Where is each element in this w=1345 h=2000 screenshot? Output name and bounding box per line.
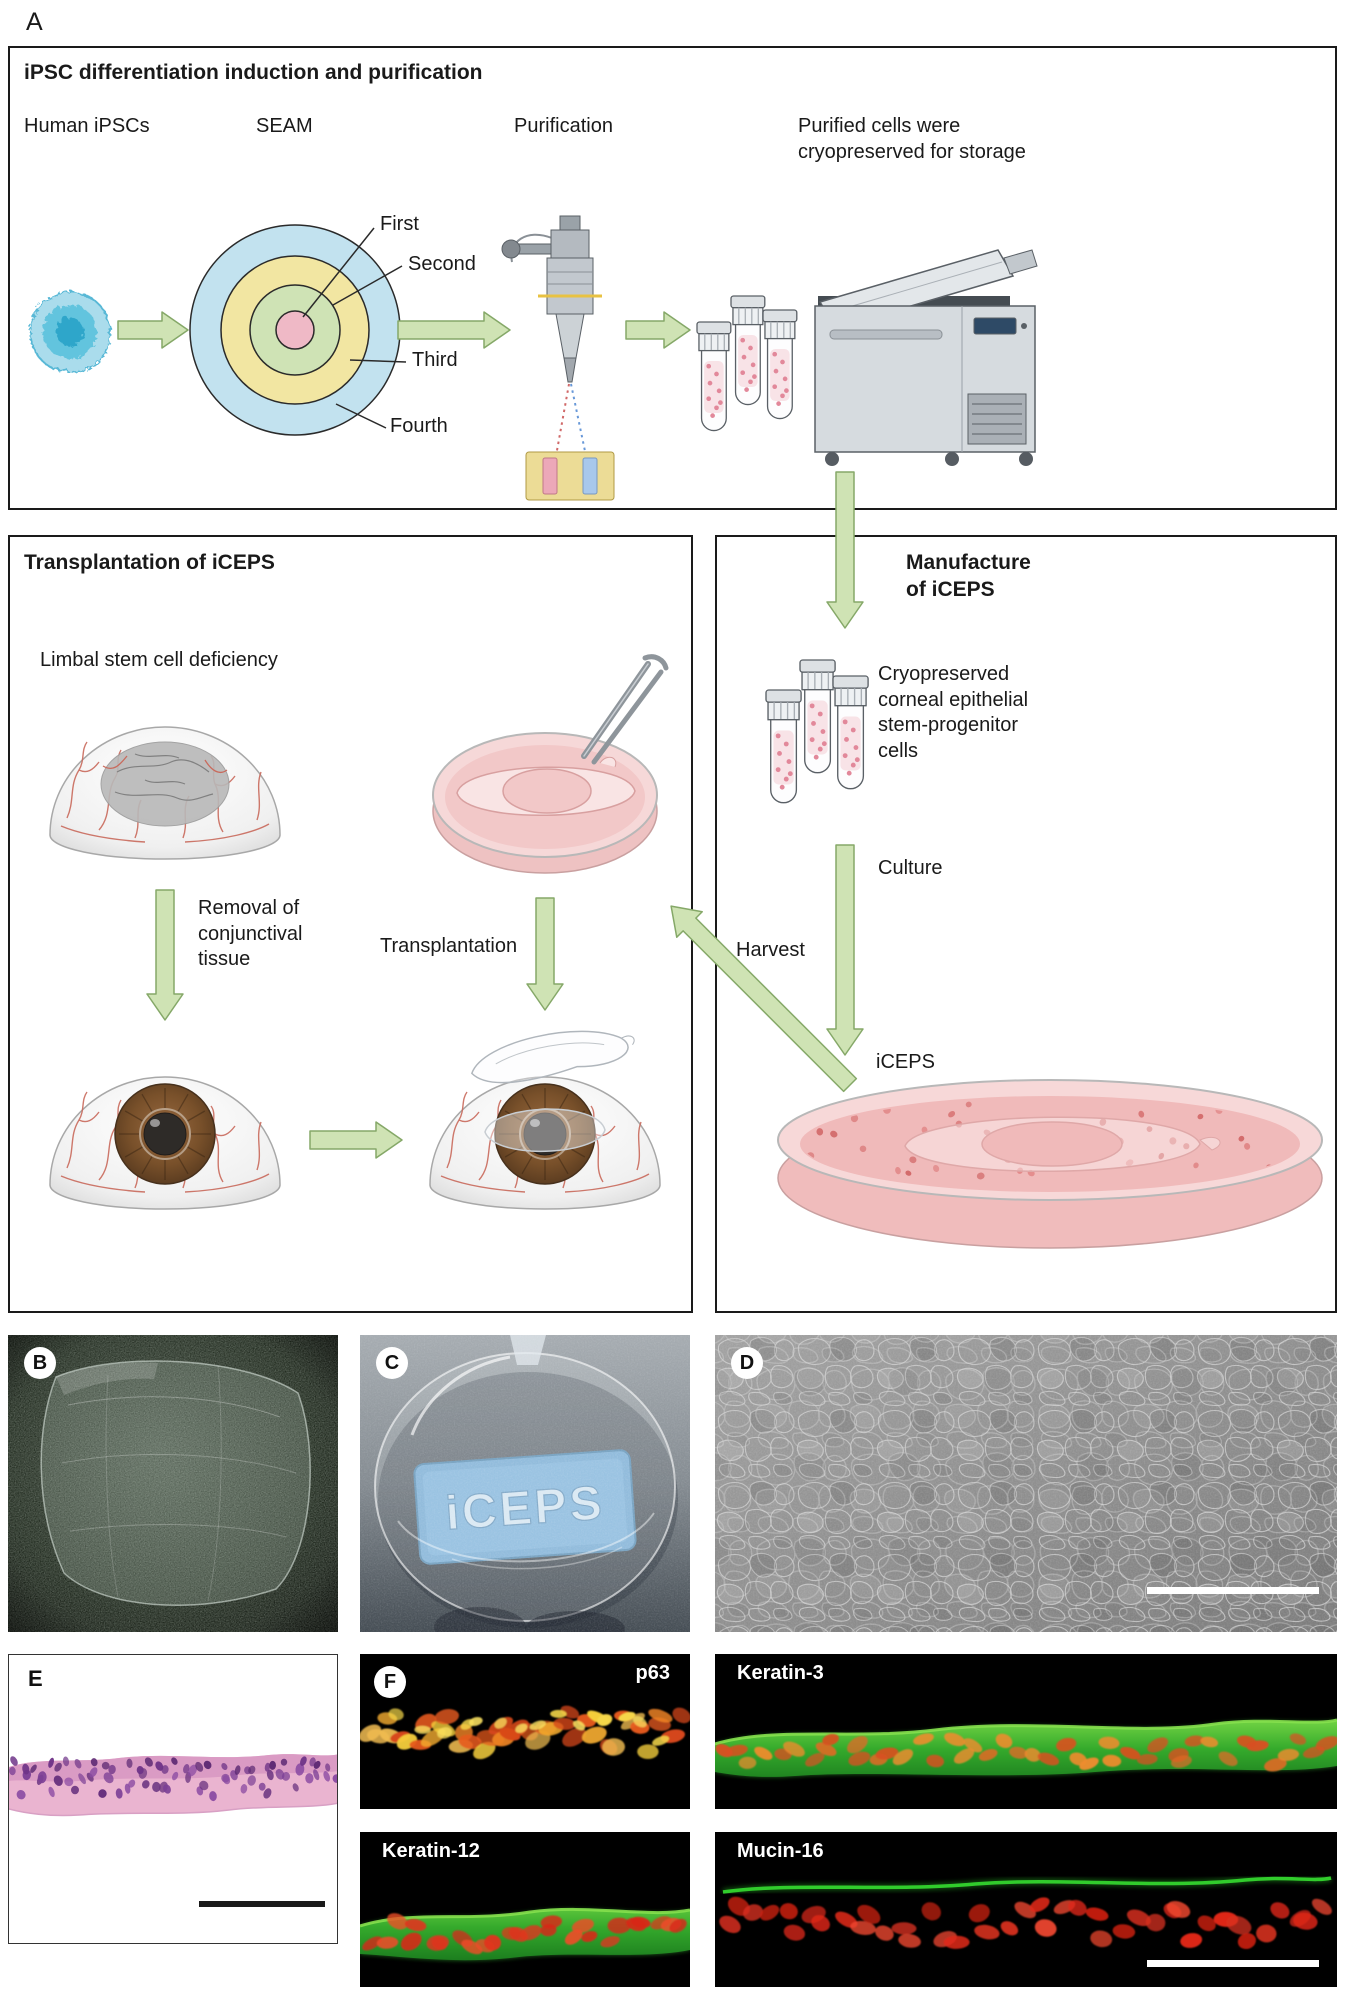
cryopreserved-cells-label: Cryopreserved corneal epithelial stem-pr… (878, 663, 1029, 762)
lscd-label: Limbal stem cell deficiency (40, 649, 278, 671)
panel-d-letter: D (731, 1347, 763, 1379)
panel-e-letter: E (28, 1666, 43, 1691)
culture-step-label: Culture (878, 857, 943, 879)
scale-bar-e (199, 1901, 325, 1907)
transplantation-step-label: Transplantation (380, 935, 518, 957)
seam-zone-label-third: Third (412, 349, 458, 371)
panel-d-letter-text: D (739, 1351, 755, 1374)
panel-a-box (8, 46, 1337, 510)
removal-step-label: Removal of conjunctival tissue (198, 897, 303, 971)
panel-f-letter-text: F (383, 1670, 397, 1693)
manufacture-title: Manufacture of iCEPS (906, 551, 1031, 601)
seam-zone-label-first: First (380, 213, 419, 235)
harvest-step-label: Harvest (736, 939, 805, 961)
photo-c-film-over-label: iCEPS (360, 1335, 690, 1632)
stain-label-mucin16: Mucin-16 (737, 1840, 824, 1862)
step-label-seam: SEAM (256, 115, 313, 137)
micrograph-f-mucin16 (715, 1832, 1337, 1987)
scale-bar-f (1147, 1960, 1319, 1967)
panel-a-title: iPSC differentiation induction and purif… (24, 61, 483, 84)
micrograph-e-he-section (8, 1654, 338, 1944)
step-label-purification: Purification (514, 115, 613, 137)
manufacture-box (715, 535, 1337, 1313)
seam-zone-label-fourth: Fourth (390, 415, 448, 437)
transplant-title: Transplantation of iCEPS (24, 551, 275, 574)
step-label-human-ipscs: Human iPSCs (24, 115, 150, 137)
micrograph-f-keratin3 (715, 1654, 1337, 1809)
stain-label-p63: p63 (635, 1662, 670, 1684)
iceps-label: iCEPS (876, 1051, 935, 1073)
panel-c-letter: C (376, 1347, 408, 1379)
micrograph-f-keratin12 (360, 1832, 690, 1987)
he-tissue (9, 1754, 337, 1817)
step-label-storage: Purified cells were cryopreserved for st… (798, 115, 1026, 163)
scale-bar-d (1147, 1587, 1319, 1594)
panel-c-letter-text: C (384, 1351, 400, 1374)
panel-b-letter-text: B (32, 1351, 48, 1374)
stain-label-keratin12: Keratin-12 (382, 1840, 480, 1862)
panel-a-letter: A (26, 8, 43, 36)
micrograph-d-cell-mosaic (715, 1335, 1337, 1632)
micrograph-f-p63 (360, 1654, 690, 1809)
seam-zone-label-second: Second (408, 253, 476, 275)
panel-f-letter: F (374, 1666, 406, 1698)
stain-label-keratin3: Keratin-3 (737, 1662, 824, 1684)
panel-b-letter: B (24, 1347, 56, 1379)
photo-b-cell-sheet (8, 1335, 338, 1632)
